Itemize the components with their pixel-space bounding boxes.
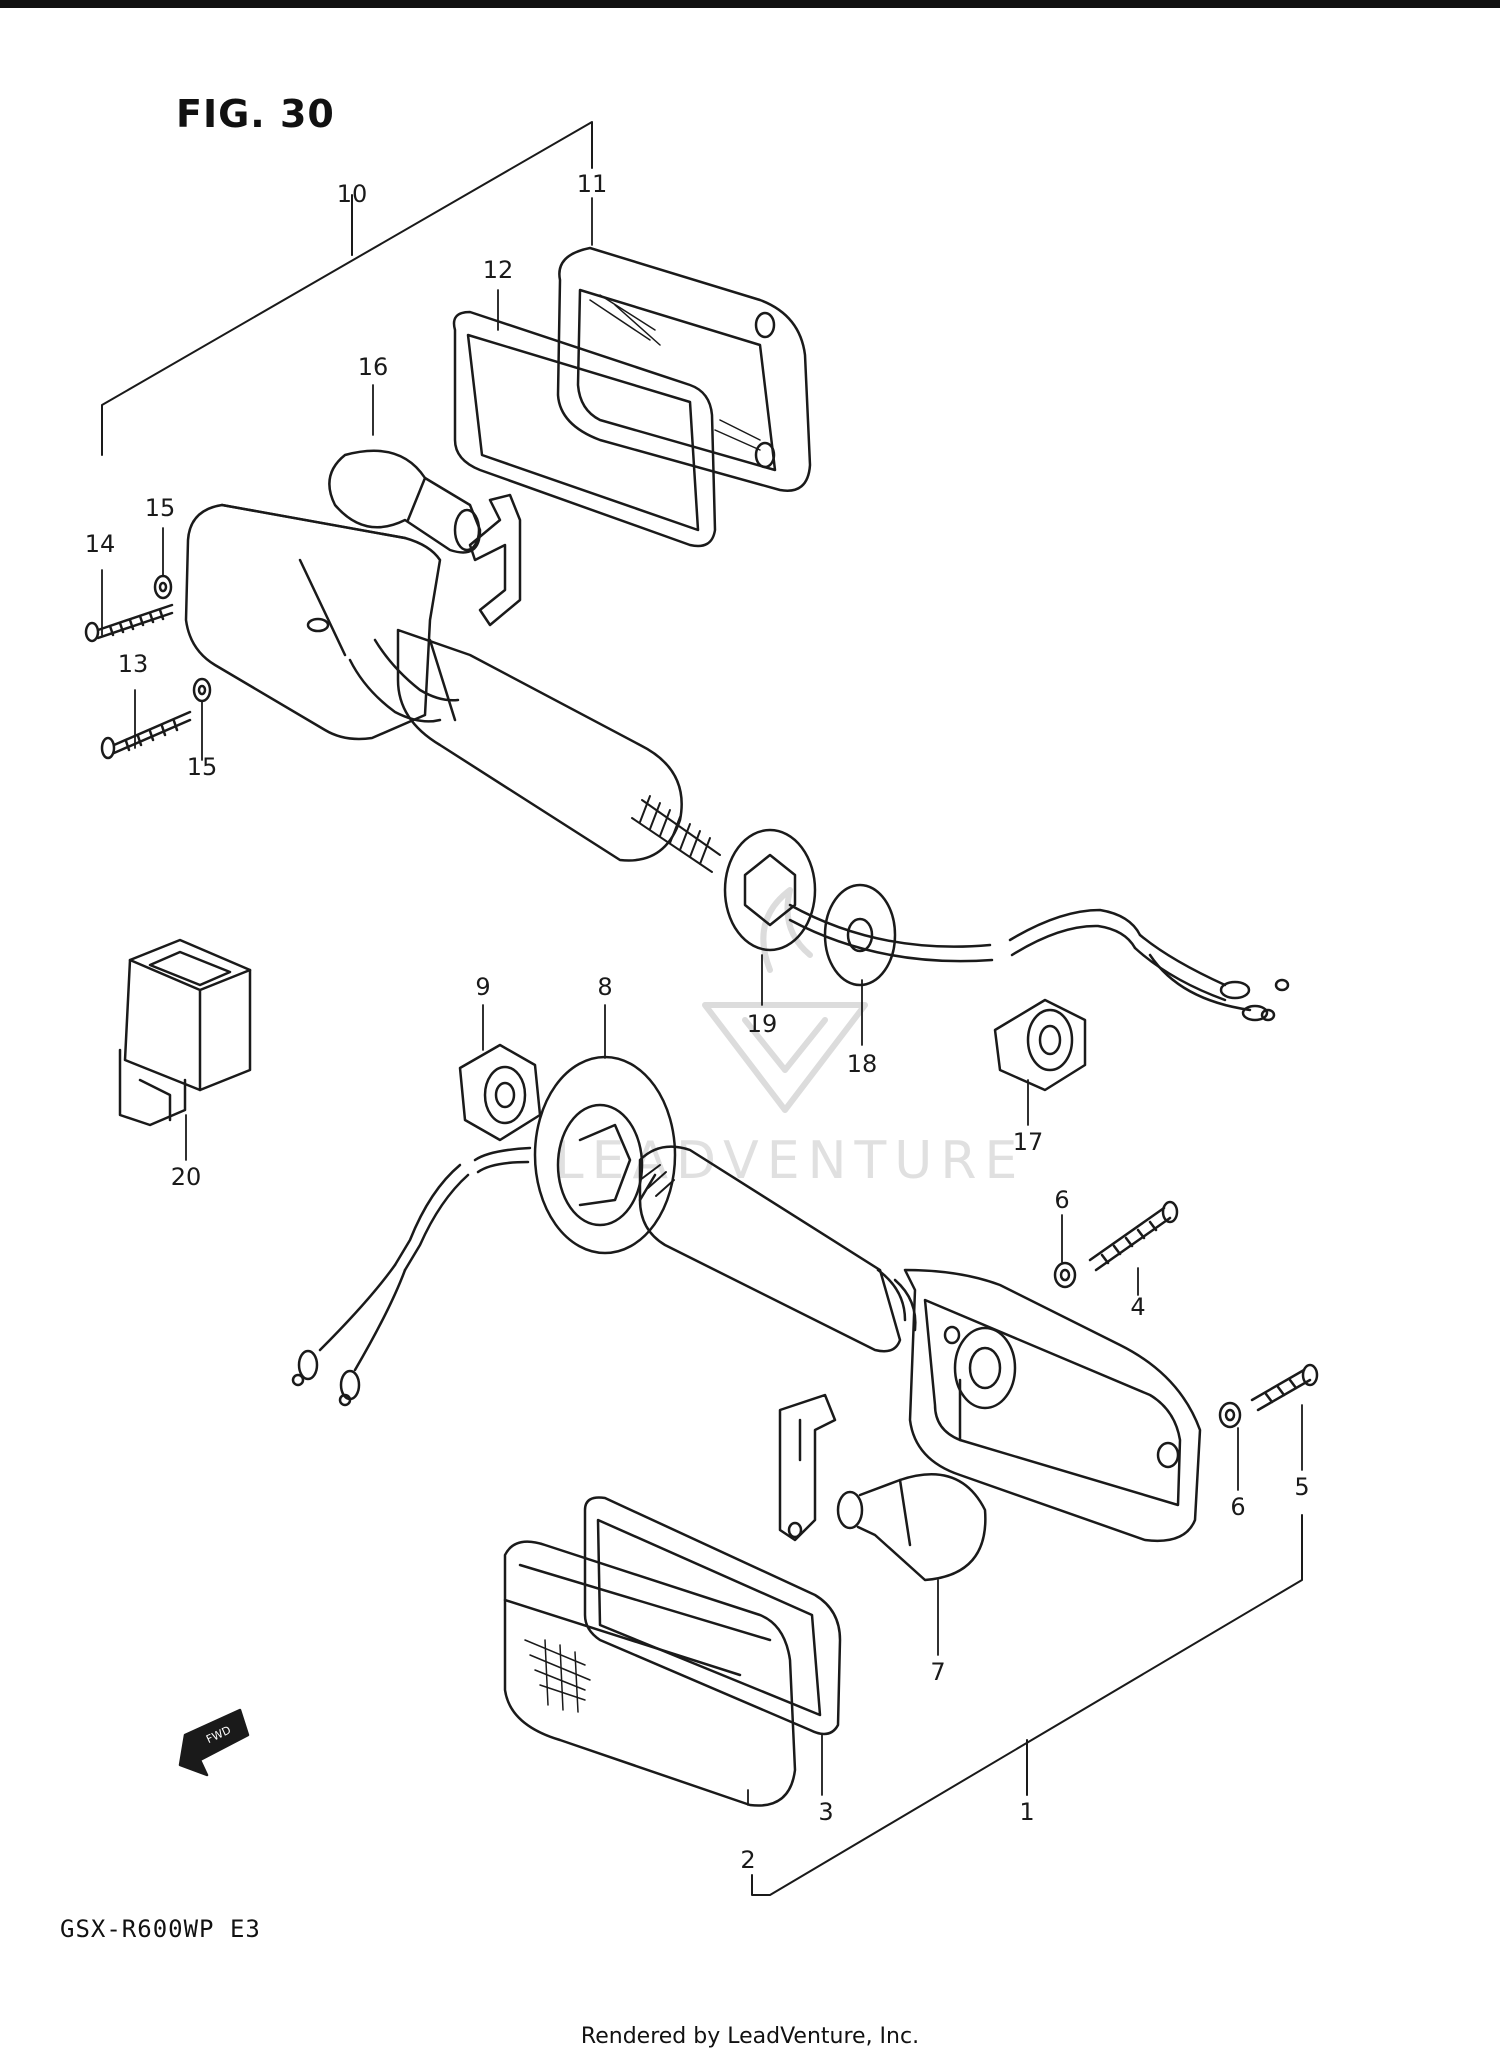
callout-17: 17 (1013, 1128, 1044, 1156)
socket-clip (468, 493, 522, 627)
bulb-7 (836, 1473, 987, 1582)
gasket-12 (452, 310, 717, 548)
callout-6-lower: 6 (1230, 1493, 1245, 1521)
callout-10: 10 (337, 180, 368, 208)
washer-6-upper (1053, 1261, 1077, 1289)
model-code: GSX-R600WP E3 (60, 1915, 261, 1943)
screw-4 (1088, 1200, 1179, 1272)
callout-1: 1 (1019, 1798, 1034, 1826)
callout-11: 11 (577, 170, 608, 198)
assembly-1-bracket (751, 1514, 1303, 1896)
callout-2: 2 (740, 1846, 755, 1874)
flange-nut-17 (993, 998, 1087, 1092)
screw-13 (100, 710, 192, 760)
fwd-arrow-icon (178, 1708, 250, 1777)
relay-20 (118, 938, 252, 1127)
upper-threaded-stem (631, 795, 721, 873)
washer-15-lower (192, 677, 212, 703)
footer-credit: Rendered by LeadVenture, Inc. (580, 2024, 920, 2049)
top-border (0, 0, 1500, 8)
callout-18: 18 (847, 1050, 878, 1078)
nut-19 (723, 828, 817, 952)
callout-6-upper: 6 (1054, 1186, 1069, 1214)
screw-14 (84, 603, 174, 643)
callout-14: 14 (85, 530, 116, 558)
leader-lines (101, 197, 1303, 1806)
callout-12: 12 (483, 256, 514, 284)
callout-13: 13 (118, 650, 149, 678)
callouts: 10 11 12 16 15 14 13 15 19 18 17 9 8 20 … (85, 170, 1310, 1874)
upper-wire (788, 903, 1290, 1022)
upper-signal-housing (184, 503, 721, 873)
flange-nut-9 (458, 1043, 542, 1142)
lower-signal-housing (638, 1145, 1202, 1543)
callout-8: 8 (597, 973, 612, 1001)
washer-6-lower (1218, 1401, 1242, 1429)
socket-clip-lower (778, 1393, 837, 1542)
washer-15-upper (153, 574, 173, 600)
callout-15-upper: 15 (145, 494, 176, 522)
watermark-text: LEADVENTURE (555, 1131, 1026, 1191)
lens-11 (556, 246, 812, 492)
assembly-10-bracket (101, 121, 593, 456)
callout-15-lower: 15 (187, 753, 218, 781)
callout-16: 16 (358, 353, 389, 381)
callout-19: 19 (747, 1010, 778, 1038)
callout-20: 20 (171, 1163, 202, 1191)
watermark (702, 887, 868, 1113)
lower-threaded-stem (639, 1164, 675, 1197)
figure-title: FIG. 30 (176, 92, 335, 136)
callout-4: 4 (1130, 1293, 1145, 1321)
callout-5: 5 (1294, 1473, 1309, 1501)
screw-5 (1250, 1363, 1319, 1412)
lower-wire (291, 1146, 532, 1407)
callout-3: 3 (818, 1798, 833, 1826)
lens-2 (503, 1540, 797, 1807)
callout-9: 9 (475, 973, 490, 1001)
callout-7: 7 (930, 1658, 945, 1686)
bulb-16 (328, 449, 482, 554)
